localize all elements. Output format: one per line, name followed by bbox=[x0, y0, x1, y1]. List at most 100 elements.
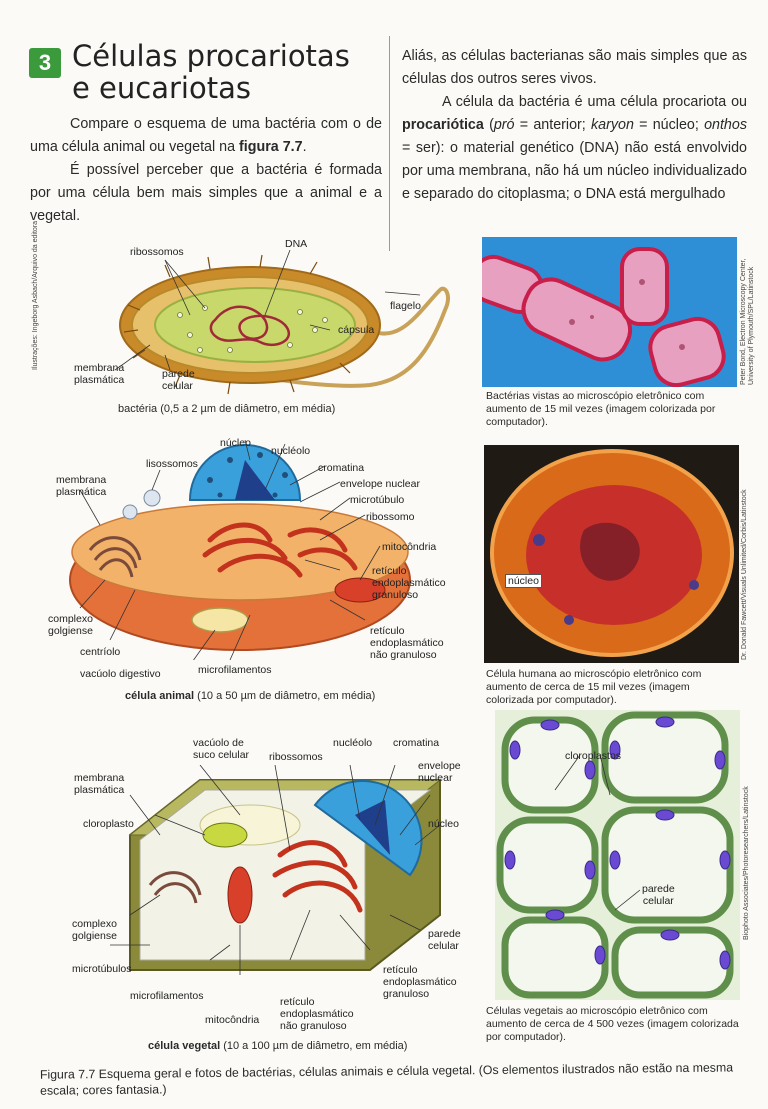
label-lisossomos: lisossomos bbox=[146, 458, 198, 470]
label-reticulo-nao-granuloso: retículo endoplasmático não granuloso bbox=[370, 625, 444, 661]
animal-caption-rest: (10 a 50 µm de diâmetro, em média) bbox=[194, 690, 375, 702]
term-karyon: karyon bbox=[591, 117, 634, 133]
label-gran-pa: granuloso bbox=[383, 988, 457, 1000]
animal-caption: célula animal (10 a 50 µm de diâmetro, e… bbox=[125, 690, 375, 702]
label-parede-p: parede bbox=[428, 928, 461, 940]
label-cromatina-animal: cromatina bbox=[318, 462, 364, 474]
label-cloroplastos: cloroplastos bbox=[565, 750, 621, 762]
photo1-credit-1: Peter Bond, Electron Microscopy Center, bbox=[740, 259, 748, 385]
label-complexo-golgiense: complexo golgiense bbox=[48, 613, 93, 637]
term-procariotica: procariótica bbox=[402, 117, 484, 133]
label-ribossomo: ribossomo bbox=[366, 511, 414, 523]
label-dna: DNA bbox=[285, 238, 307, 250]
title-line-2: e eucariotas bbox=[72, 72, 350, 104]
label-gran-a: granuloso bbox=[372, 589, 446, 601]
term-onthos: onthos bbox=[704, 117, 747, 133]
photo2-caption: Célula humana ao microscópio eletrônico … bbox=[486, 668, 736, 707]
label-envelope-plant: envelope nuclear bbox=[418, 760, 461, 784]
term-pro: pró bbox=[494, 117, 515, 133]
label-cloroplasto: cloroplasto bbox=[83, 818, 134, 830]
label-ret-a: retículo bbox=[372, 565, 446, 577]
label-parede-plant: parede celular bbox=[428, 928, 461, 952]
label-microfilamentos-animal: microfilamentos bbox=[198, 664, 272, 676]
left-p1-end: . bbox=[303, 139, 307, 155]
label-nucleo-plant: núcleo bbox=[428, 818, 459, 830]
label-microfilamentos-plant: microfilamentos bbox=[130, 990, 204, 1002]
left-p1: Compare o esquema de uma bactéria com o … bbox=[30, 116, 382, 155]
label-mitocondria-animal: mitocôndria bbox=[382, 541, 436, 553]
bacteria-caption: bactéria (0,5 a 2 µm de diâmetro, em méd… bbox=[118, 403, 335, 415]
plant-cell-diagram bbox=[110, 765, 450, 975]
figure-caption: Figura 7.7 Esquema geral e fotos de bact… bbox=[40, 1059, 750, 1098]
photo1-credit: Peter Bond, Electron Microscopy Center, … bbox=[740, 259, 756, 385]
label-nao-gran-b: não granuloso bbox=[370, 649, 444, 661]
bacteria-photo bbox=[482, 237, 737, 387]
label-parede: parede bbox=[162, 368, 195, 380]
figure-ref: figura 7.7 bbox=[239, 139, 303, 155]
plant-caption-rest: (10 a 100 µm de diâmetro, em média) bbox=[220, 1040, 407, 1052]
label-complexo-a: complexo bbox=[48, 613, 93, 625]
label-complexo-p: complexo bbox=[72, 918, 117, 930]
label-ribossomos-plant: ribossomos bbox=[269, 751, 323, 763]
label-parede-celular: parede celular bbox=[162, 368, 195, 392]
def-karyon: = núcleo; bbox=[634, 117, 704, 133]
def-pro: = anterior; bbox=[515, 117, 591, 133]
label-membrana-animal: membrana plasmática bbox=[56, 474, 106, 498]
label-vacuolo-2: suco celular bbox=[193, 749, 249, 761]
label-nucleolo-animal: nucléolo bbox=[271, 445, 310, 457]
label-nucleo-animal: núcleo bbox=[220, 437, 251, 449]
photo3-caption: Células vegetais ao microscópio eletrôni… bbox=[486, 1005, 741, 1044]
animal-cell-diagram bbox=[60, 440, 420, 660]
label-vacuolo-suco: vacúolo de suco celular bbox=[193, 737, 249, 761]
right-p2-start: A célula da bactéria é uma célula procar… bbox=[442, 94, 747, 110]
label-membrana-p: membrana bbox=[74, 772, 124, 784]
paren: ( bbox=[484, 117, 494, 133]
label-nucleo-photo: núcleo bbox=[505, 574, 542, 588]
label-flagelo: flagelo bbox=[390, 300, 421, 312]
label-parede-ph: parede bbox=[642, 883, 675, 895]
label-ret-pb: retículo bbox=[280, 996, 354, 1008]
illustration-credit: Ilustrações: Ingeborg Asbach/Arquivo da … bbox=[32, 221, 39, 370]
label-endo-pa: endoplasmático bbox=[383, 976, 457, 988]
column-divider bbox=[389, 36, 390, 251]
label-ret-b: retículo bbox=[370, 625, 444, 637]
plant-caption-bold: célula vegetal bbox=[148, 1040, 220, 1052]
label-plasmatica-p: plasmática bbox=[74, 784, 124, 796]
label-endo-b: endoplasmático bbox=[370, 637, 444, 649]
photo1-credit-2: University of Plymouth/SPL/Latinstock bbox=[748, 259, 756, 385]
label-plasmatica: plasmática bbox=[74, 374, 124, 386]
label-membrana-plasmatica: membrana plasmática bbox=[74, 362, 124, 386]
section-number-badge: 3 bbox=[29, 48, 61, 78]
left-p2: É possível perceber que a bactéria é for… bbox=[30, 159, 382, 228]
label-vacuolo-1: vacúolo de bbox=[193, 737, 249, 749]
label-celular-ph: celular bbox=[642, 895, 675, 907]
label-reticulo-nao-granuloso-plant: retículo endoplasmático não granuloso bbox=[280, 996, 354, 1032]
bacteria-caption-text: bactéria (0,5 a 2 µm de diâmetro, em méd… bbox=[118, 403, 335, 415]
label-celular: celular bbox=[162, 380, 195, 392]
animal-caption-bold: célula animal bbox=[125, 690, 194, 702]
label-microtubulos-plant: microtúbulos bbox=[72, 963, 132, 975]
label-endo-a: endoplasmático bbox=[372, 577, 446, 589]
photo3-credit: Biophoto Associates/Photoresearchers/Lat… bbox=[743, 786, 750, 940]
label-celular-p: celular bbox=[428, 940, 461, 952]
label-golgiense-a: golgiense bbox=[48, 625, 93, 637]
label-membrana-a: membrana bbox=[56, 474, 106, 486]
label-cromatina-plant: cromatina bbox=[393, 737, 439, 749]
label-nucleolo-plant: nucléolo bbox=[333, 737, 372, 749]
photo2-credit: Dr. Donald Fawcett/Visuals Unlimited/Cor… bbox=[741, 489, 748, 660]
label-membrana: membrana bbox=[74, 362, 124, 374]
human-cell-photo bbox=[484, 445, 739, 663]
label-membrana-plant: membrana plasmática bbox=[74, 772, 124, 796]
label-parede-celular-photo: parede celular bbox=[642, 883, 675, 907]
label-capsula: cápsula bbox=[338, 324, 374, 336]
label-ret-pa: retículo bbox=[383, 964, 457, 976]
figure-tag: Figura 7.7 bbox=[40, 1067, 96, 1082]
label-envelope-1: envelope bbox=[418, 760, 461, 772]
photo1-caption: Bactérias vistas ao microscópio eletrôni… bbox=[486, 390, 736, 429]
label-golgiense-p: golgiense bbox=[72, 930, 117, 942]
label-centriolo: centríolo bbox=[80, 646, 120, 658]
label-plasmatica-a: plasmática bbox=[56, 486, 106, 498]
label-envelope-2: nuclear bbox=[418, 772, 461, 784]
section-title: Células procariotas e eucariotas bbox=[72, 40, 350, 104]
right-p2-end: = ser): o material genético (DNA) não es… bbox=[402, 140, 747, 202]
